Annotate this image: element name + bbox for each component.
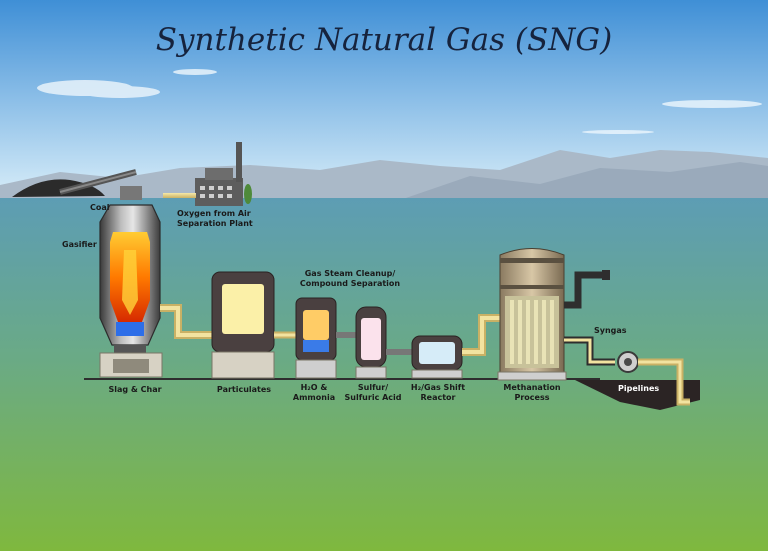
label-slag: Slag & Char <box>108 385 161 394</box>
gasifier-vessel <box>99 186 163 378</box>
h2o-ammonia-vessel <box>295 297 337 379</box>
clouds <box>37 69 762 134</box>
label-oxygen-2: Separation Plant <box>177 219 253 228</box>
pipeline-ground <box>575 380 700 410</box>
label-sulfur-2: Sulfuric Acid <box>345 393 402 402</box>
label-cleanup-2: Compound Separation <box>300 279 401 288</box>
label-oxygen-1: Oxygen from Air <box>177 209 251 218</box>
label-particulates: Particulates <box>217 385 271 394</box>
diagram-title: Synthetic Natural Gas (SNG) <box>156 22 613 58</box>
label-shift-1: H₂/Gas Shift <box>411 383 465 392</box>
oxygen-plant <box>163 142 252 206</box>
label-h2o-1: H₂O & <box>301 383 328 392</box>
label-coal: Coal <box>90 203 110 212</box>
particulates-vessel <box>211 271 275 379</box>
sulfur-vessel <box>355 306 387 379</box>
coal-pile <box>12 169 137 197</box>
label-gasifier: Gasifier <box>62 240 97 249</box>
label-methanation-2: Process <box>515 393 550 402</box>
methanation-vessel <box>497 248 567 381</box>
label-methanation-1: Methanation <box>503 383 560 392</box>
label-h2o-2: Ammonia <box>293 393 335 402</box>
label-pipelines: Pipelines <box>618 384 659 393</box>
label-syngas: Syngas <box>594 326 627 335</box>
label-shift-2: Reactor <box>421 393 456 402</box>
label-cleanup-1: Gas Steam Cleanup/ <box>305 269 396 278</box>
shift-reactor-vessel <box>411 335 463 379</box>
label-sulfur-1: Sulfur/ <box>358 383 388 392</box>
